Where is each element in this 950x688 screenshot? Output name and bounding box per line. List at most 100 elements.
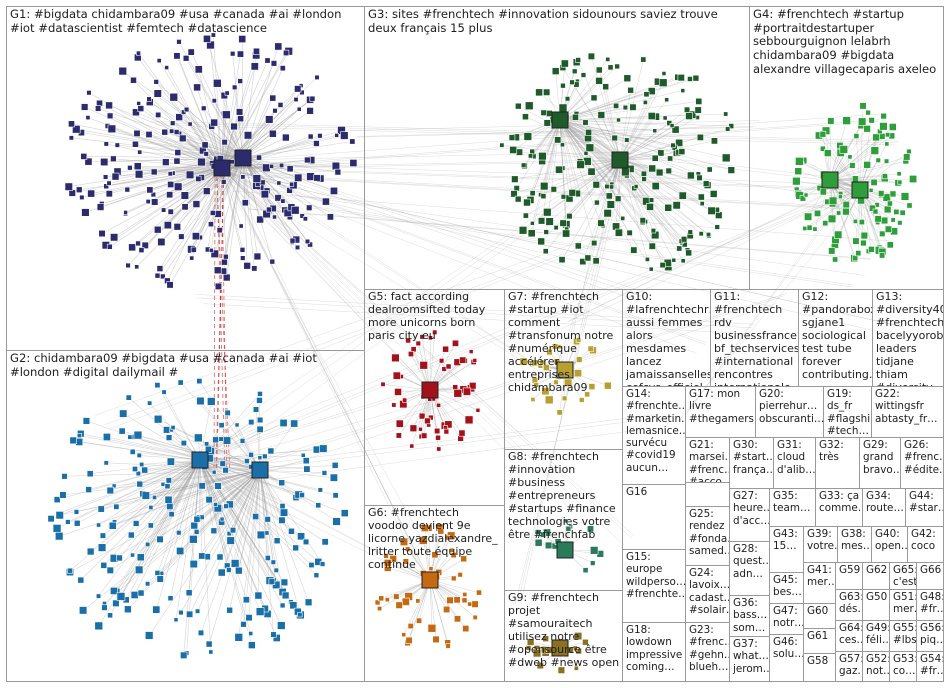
group-label-g9: G9: #frenchtech projet #samouraitech uti… [508,592,620,670]
group-label-g26: G26: #frenc… #édite… [904,439,941,476]
group-label-g54: G54: #fr… [920,653,941,678]
group-box-g62[interactable]: G62 [862,562,890,590]
group-box-g50[interactable]: G50 [862,589,890,621]
group-label-g50: G50 [866,591,887,603]
group-box-g16[interactable]: G16 [622,484,686,550]
group-box-g13[interactable]: G13: #diversity40 #frenchtech bacelyyoro… [872,289,944,387]
group-box-g10[interactable]: G10: #lafrenchtechr… aussi femmes alors … [622,289,711,387]
group-box-g37[interactable]: G37: what… jerom… [729,636,770,682]
group-label-g17: G17: mon livre #thegamers… [689,388,753,425]
group-box-g47[interactable]: G47: notr… [769,603,804,635]
group-box-g23[interactable]: G23: #frenc… #gehn… blueh… [685,622,730,682]
group-box-g40[interactable]: G40: open… [871,526,908,563]
group-label-g6: G6: #frenchtech voodoo devient 9e licorn… [368,507,502,572]
group-label-g14: G14: #frenchte… #marketin… lemasnice… su… [626,388,683,474]
group-box-g66[interactable]: G66 [916,562,944,590]
group-box-g55[interactable]: G55: #lbs [889,620,917,652]
group-box-g57[interactable]: G57: gaz… [835,651,863,682]
group-box-g3[interactable]: G3: sites #frenchtech #innovation sidoun… [364,6,750,290]
group-label-g61: G61 [807,630,833,642]
group-label-g53: G53: co… [893,653,914,678]
group-label-g37: G37: what… jerom… [733,638,767,675]
group-box-g48[interactable]: G48: #fr… [916,589,944,621]
group-box-g43[interactable]: G43: 15… [769,526,804,573]
group-box-g35[interactable]: G35: team… [769,488,816,527]
group-label-g30: G30: #start… frança… [733,439,771,476]
group-label-g58: G58 [807,655,833,667]
group-label-g18: G18: lowdown impressive coming… [626,624,683,673]
group-box-g38[interactable]: G38: mes… [837,526,872,563]
group-box-g14[interactable]: G14: #frenchte… #marketin… lemasnice… su… [622,386,686,485]
group-box-g61[interactable]: G61 [803,628,836,654]
group-label-g11: G11: #frenchtech rdv businessfrance bf_t… [714,291,796,387]
group-box-g17[interactable]: G17: mon livre #thegamers… [685,386,756,438]
group-label-g3: G3: sites #frenchtech #innovation sidoun… [368,8,747,35]
group-box-g64[interactable]: G64: ces… [835,620,863,652]
group-label-g55: G55: #lbs [893,622,914,647]
group-box-g26[interactable]: G26: #frenc… #édite… [900,437,944,489]
group-box-g51[interactable]: G51: mer… [889,589,917,621]
group-box-g59[interactable]: G59 [835,562,863,590]
group-box-g11[interactable]: G11: #frenchtech rdv businessfrance bf_t… [710,289,799,387]
group-label-g36: G36: bass… som… [733,597,767,634]
group-label-g57: G57: gaz… [839,653,860,678]
group-box-g41[interactable]: G41: mer… [803,562,836,604]
group-box-g25[interactable]: G25: rendez #fonda… samed… [685,506,730,566]
group-label-g47: G47: notr… [773,605,801,630]
group-box-g53[interactable]: G53: co… [889,651,917,682]
group-box-g32[interactable]: G32: très [815,437,860,489]
group-box-g45[interactable]: G45: bes… [769,572,804,604]
group-label-g48: G48: #fr… [920,591,941,616]
group-box-g27[interactable]: G27: heure… d'acc… [729,488,770,542]
group-box-g34[interactable]: G34: route… [862,488,906,527]
group-label-g7: G7: #frenchtech #startup #iot comment #t… [508,291,620,395]
group-box-g30[interactable]: G30: #start… frança… [729,437,774,489]
group-label-g65: G65: c'est [893,564,914,589]
group-box-g65[interactable]: G65: c'est [889,562,917,590]
group-label-g60: G60 [807,605,833,617]
group-box-g24[interactable]: G24: lavoix… cadast… #solair… [685,565,730,623]
group-box-g21[interactable]: G21: marsei… #frenc… #acco… [685,437,730,483]
group-label-g43: G43: 15… [773,528,801,553]
group-box-g9[interactable]: G9: #frenchtech projet #samouraitech uti… [504,590,623,682]
group-label-g40: G40: open… [875,528,905,553]
group-label-g21: G21: marsei… #frenc… #acco… [689,439,727,483]
group-box-g7[interactable]: G7: #frenchtech #startup #iot comment #t… [504,289,623,450]
group-box-g29[interactable]: G29: grand bravo… [859,437,901,489]
group-box-g63[interactable]: G63: dés… [835,589,863,621]
group-box-g46[interactable]: G46: solu… [769,634,804,682]
group-box-g58[interactable]: G58 [803,653,836,682]
group-box-g33[interactable]: G33: ça comme… [815,488,863,527]
group-box-g1[interactable]: G1: #bigdata chidambara09 #usa #canada #… [6,6,365,351]
group-box-g20[interactable]: G20: pierrehur… obscuranti… [755,386,824,438]
group-box-g54[interactable]: G54: #fr… [916,651,944,682]
group-label-g46: G46: solu… [773,636,801,661]
group-box-g6[interactable]: G6: #frenchtech voodoo devient 9e licorn… [364,505,505,682]
group-label-g56: G56: piq… [920,622,941,647]
group-label-g41: G41: mer… [807,564,833,589]
group-label-g42: G42: coco [911,528,941,553]
group-box-g2[interactable]: G2: chidambara09 #bigdata #usa #canada #… [6,350,365,682]
group-box-g18[interactable]: G18: lowdown impressive coming… [622,622,686,682]
group-box-g36[interactable]: G36: bass… som… [729,595,770,637]
group-box-g28[interactable]: G28: quest… adn… [729,541,770,596]
group-box-g4[interactable]: G4: #frenchtech #startup #portraitdestar… [749,6,944,290]
group-box-g49[interactable]: G49: féli… [862,620,890,652]
group-box-g5[interactable]: G5: fact according dealroomsifted today … [364,289,505,506]
group-box-g56[interactable]: G56: piq… [916,620,944,652]
group-box-g8[interactable]: G8: #frenchtech #innovation #business #e… [504,449,623,591]
group-label-g25: G25: rendez #fonda… samed… [689,508,727,557]
group-box-g44[interactable]: G44: #star… [905,488,944,527]
group-box-g39[interactable]: G39: votre… [803,526,838,563]
group-box-g52[interactable]: G52: not… [862,651,890,682]
group-box-g19[interactable]: G19: ds_fr #flagship #tech… [823,386,872,438]
group-label-g23: G23: #frenc… #gehn… blueh… [689,624,727,673]
group-box-g31[interactable]: G31: cloud d'alib… [773,437,816,489]
group-label-g24: G24: lavoix… cadast… #solair… [689,567,727,616]
group-box-g12[interactable]: G12: #pandorabox sgjane1 sociological te… [798,289,873,387]
group-box-g60[interactable]: G60 [803,603,836,629]
group-box-g42[interactable]: G42: coco [907,526,944,563]
group-box-g15[interactable]: G15: europe wildperso… #frenchte… [622,549,686,623]
group-box-g22[interactable]: G22: wittingsfr abtasty_fr… [871,386,944,438]
